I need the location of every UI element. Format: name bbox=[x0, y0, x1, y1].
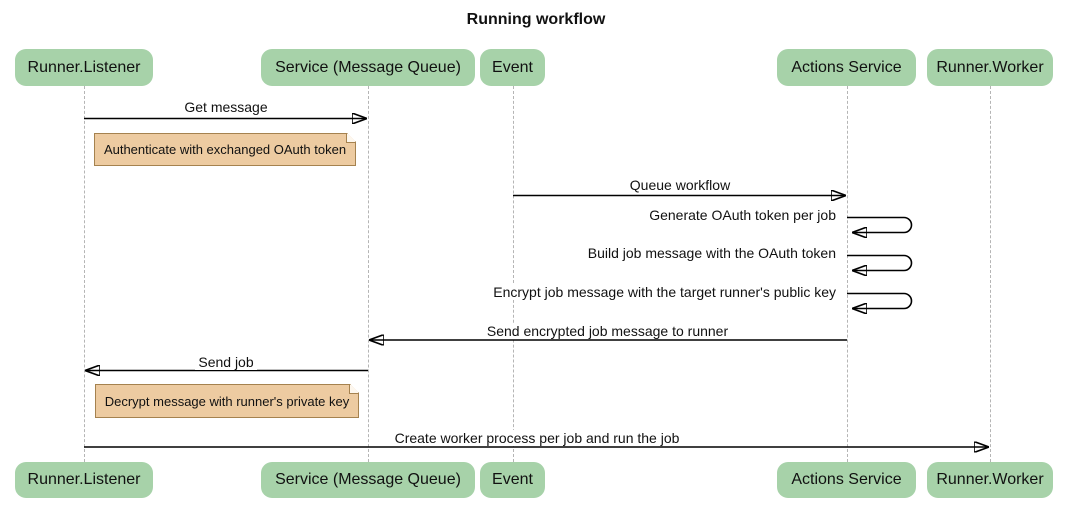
actor-service-message-queue-top: Service (Message Queue) bbox=[261, 49, 475, 86]
actor-label: Runner.Worker bbox=[936, 471, 1044, 488]
note-text: Decrypt message with runner's private ke… bbox=[104, 393, 350, 409]
message-label-create-worker-process: Create worker process per job and run th… bbox=[84, 430, 990, 446]
actor-label: Event bbox=[492, 471, 533, 488]
message-label-queue-workflow: Queue workflow bbox=[513, 177, 847, 193]
actor-runner-listener-bottom: Runner.Listener bbox=[15, 462, 153, 498]
actor-label: Service (Message Queue) bbox=[275, 471, 461, 488]
actor-label: Runner.Worker bbox=[936, 58, 1044, 76]
actor-event-top: Event bbox=[480, 49, 545, 86]
note-fold-icon bbox=[349, 385, 358, 394]
note-text: Authenticate with exchanged OAuth token bbox=[103, 142, 347, 157]
actor-runner-listener-top: Runner.Listener bbox=[15, 49, 153, 86]
note-decrypt: Decrypt message with runner's private ke… bbox=[95, 384, 359, 418]
message-label-encrypt-job-message: Encrypt job message with the target runn… bbox=[419, 284, 839, 300]
actor-label: Runner.Listener bbox=[27, 471, 141, 488]
message-label-generate-oauth-token: Generate OAuth token per job bbox=[419, 207, 839, 223]
actor-actions-service-top: Actions Service bbox=[777, 49, 916, 86]
lifeline-actions-service bbox=[847, 86, 848, 462]
lifeline-runner-listener bbox=[84, 86, 85, 462]
self-arrow-build-job-message bbox=[847, 254, 913, 271]
actor-label: Event bbox=[492, 58, 533, 76]
self-arrow-generate-oauth-token bbox=[847, 216, 913, 233]
actor-service-message-queue-bottom: Service (Message Queue) bbox=[261, 462, 475, 498]
note-authenticate: Authenticate with exchanged OAuth token bbox=[94, 133, 356, 166]
lifeline-service-message-queue bbox=[368, 86, 369, 462]
actor-label: Runner.Listener bbox=[27, 58, 141, 76]
message-label-build-job-message: Build job message with the OAuth token bbox=[419, 245, 839, 261]
actor-runner-worker-top: Runner.Worker bbox=[927, 49, 1053, 86]
actor-label: Actions Service bbox=[791, 471, 902, 488]
message-label-get-message: Get message bbox=[84, 99, 368, 115]
lifeline-runner-worker bbox=[990, 86, 991, 462]
message-label-send-job: Send job bbox=[84, 354, 368, 370]
diagram-title: Running workflow bbox=[466, 11, 606, 28]
actor-runner-worker-bottom: Runner.Worker bbox=[927, 462, 1053, 498]
actor-label: Actions Service bbox=[791, 58, 902, 76]
actor-actions-service-bottom: Actions Service bbox=[777, 462, 916, 498]
actor-label: Service (Message Queue) bbox=[275, 58, 461, 76]
message-label-send-encrypted-job-message: Send encrypted job message to runner bbox=[368, 323, 847, 339]
note-fold-icon bbox=[346, 134, 355, 143]
lifeline-event bbox=[513, 86, 514, 462]
self-arrow-encrypt-job-message bbox=[847, 292, 913, 309]
actor-event-bottom: Event bbox=[480, 462, 545, 498]
